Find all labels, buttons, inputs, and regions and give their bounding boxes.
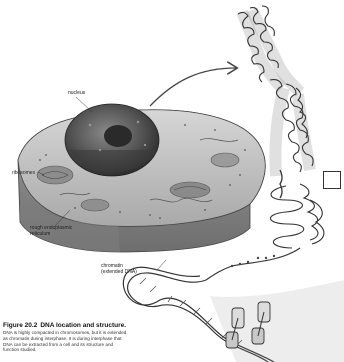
caption-line: function studied.: [3, 347, 203, 353]
figure-title: DNA location and structure.: [40, 322, 126, 329]
nucleus-to-chromosome-arrow: [150, 68, 236, 106]
label-nucleus: nucleus: [68, 91, 85, 96]
label-ribosomes: ribosomes: [12, 171, 35, 176]
label-rough-er-line2: reticulum: [30, 232, 50, 237]
caption-body: DNA is highly compacted in chromosomes, …: [3, 330, 203, 353]
figure-number: Figure 20.2: [3, 322, 37, 329]
answer-box[interactable]: [323, 171, 341, 189]
label-chromatin-line2: (extended DNA): [101, 270, 137, 275]
